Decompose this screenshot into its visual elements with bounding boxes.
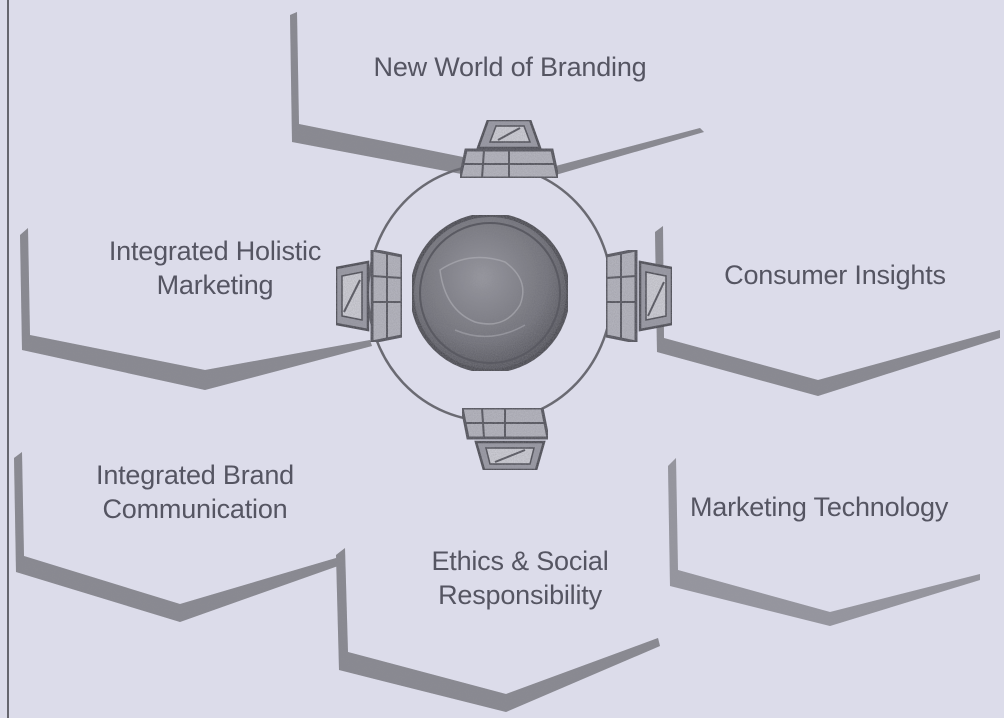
- connector-right-computer-terminal-icon: [604, 248, 674, 344]
- globe-icon: [410, 213, 570, 373]
- label-marketing-technology: Marketing Technology: [690, 490, 1000, 524]
- frame-bottom-center: [336, 548, 660, 712]
- frame-bottom-left: [14, 452, 338, 622]
- label-consumer-insights: Consumer Insights: [690, 258, 980, 292]
- label-new-world-of-branding: New World of Branding: [340, 50, 680, 84]
- frame-right: [655, 226, 1000, 396]
- label-line: Responsibility: [438, 580, 602, 610]
- connector-top-computer-terminal-icon: [458, 118, 560, 180]
- label-line: Integrated Holistic: [108, 236, 322, 266]
- frame-top: [290, 12, 704, 176]
- connector-bottom-computer-terminal-icon: [460, 406, 550, 472]
- label-line: Communication: [102, 494, 288, 524]
- label-integrated-brand-communication: Integrated Brand Communication: [55, 458, 335, 526]
- label-line: Ethics & Social: [431, 546, 609, 576]
- label-line: New World of Branding: [373, 52, 647, 82]
- connector-left-computer-terminal-icon: [334, 248, 404, 344]
- label-line: Marketing Technology: [690, 492, 949, 522]
- label-integrated-holistic-marketing: Integrated Holistic Marketing: [70, 234, 360, 302]
- frame-bottom-right: [668, 458, 980, 626]
- label-ethics-social-responsibility: Ethics & Social Responsibility: [375, 544, 665, 612]
- label-line: Integrated Brand: [96, 460, 294, 490]
- label-line: Consumer Insights: [724, 260, 946, 290]
- label-line: Marketing: [156, 270, 274, 300]
